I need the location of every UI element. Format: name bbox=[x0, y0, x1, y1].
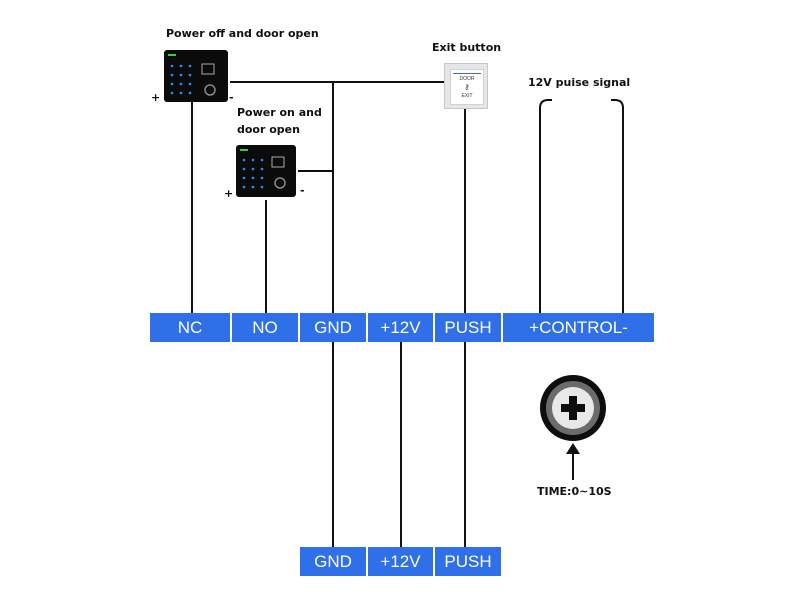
keypad-reader-1 bbox=[164, 50, 228, 102]
control-plus-wire bbox=[539, 99, 552, 313]
plus-knob-icon bbox=[540, 375, 606, 441]
terminal-no: NO bbox=[232, 313, 298, 342]
terminal-push: PUSH bbox=[435, 313, 501, 342]
arrow-up-icon bbox=[566, 443, 580, 480]
terminal-nc: NC bbox=[150, 313, 230, 342]
reader2-label-line1: Power on and bbox=[237, 106, 322, 119]
exit-button-device: DOOR ⚷ EXIT bbox=[444, 63, 488, 109]
exit-button-label: Exit button bbox=[432, 41, 502, 54]
reader2-plus: + bbox=[224, 187, 234, 200]
bottom-terminal-push: PUSH bbox=[435, 547, 501, 576]
reader1-plus: + bbox=[151, 91, 161, 104]
terminal-control: +CONTROL- bbox=[503, 313, 654, 342]
exit-button-door-text: DOOR bbox=[459, 76, 475, 82]
reader1-label: Power off and door open bbox=[166, 27, 319, 40]
terminal-plus12v: +12V bbox=[368, 313, 433, 342]
keypad-reader-2 bbox=[236, 145, 296, 197]
keypad-icon bbox=[240, 149, 286, 189]
keypad-icon bbox=[168, 54, 216, 96]
bottom-terminal-plus12v: +12V bbox=[368, 547, 433, 576]
exit-button-exit-text: EXIT bbox=[461, 93, 473, 99]
bottom-terminal-gnd: GND bbox=[300, 547, 366, 576]
time-label: TIME:0~10S bbox=[537, 485, 612, 498]
pulse-signal-label: 12V puise signal bbox=[528, 76, 631, 89]
reader2-minus: - bbox=[300, 184, 305, 197]
key-icon: ⚷ bbox=[464, 84, 470, 91]
reader2-label-line2: door open bbox=[237, 123, 300, 136]
control-minus-wire bbox=[611, 99, 624, 313]
reader1-minus: - bbox=[229, 91, 234, 104]
terminal-gnd: GND bbox=[300, 313, 366, 342]
